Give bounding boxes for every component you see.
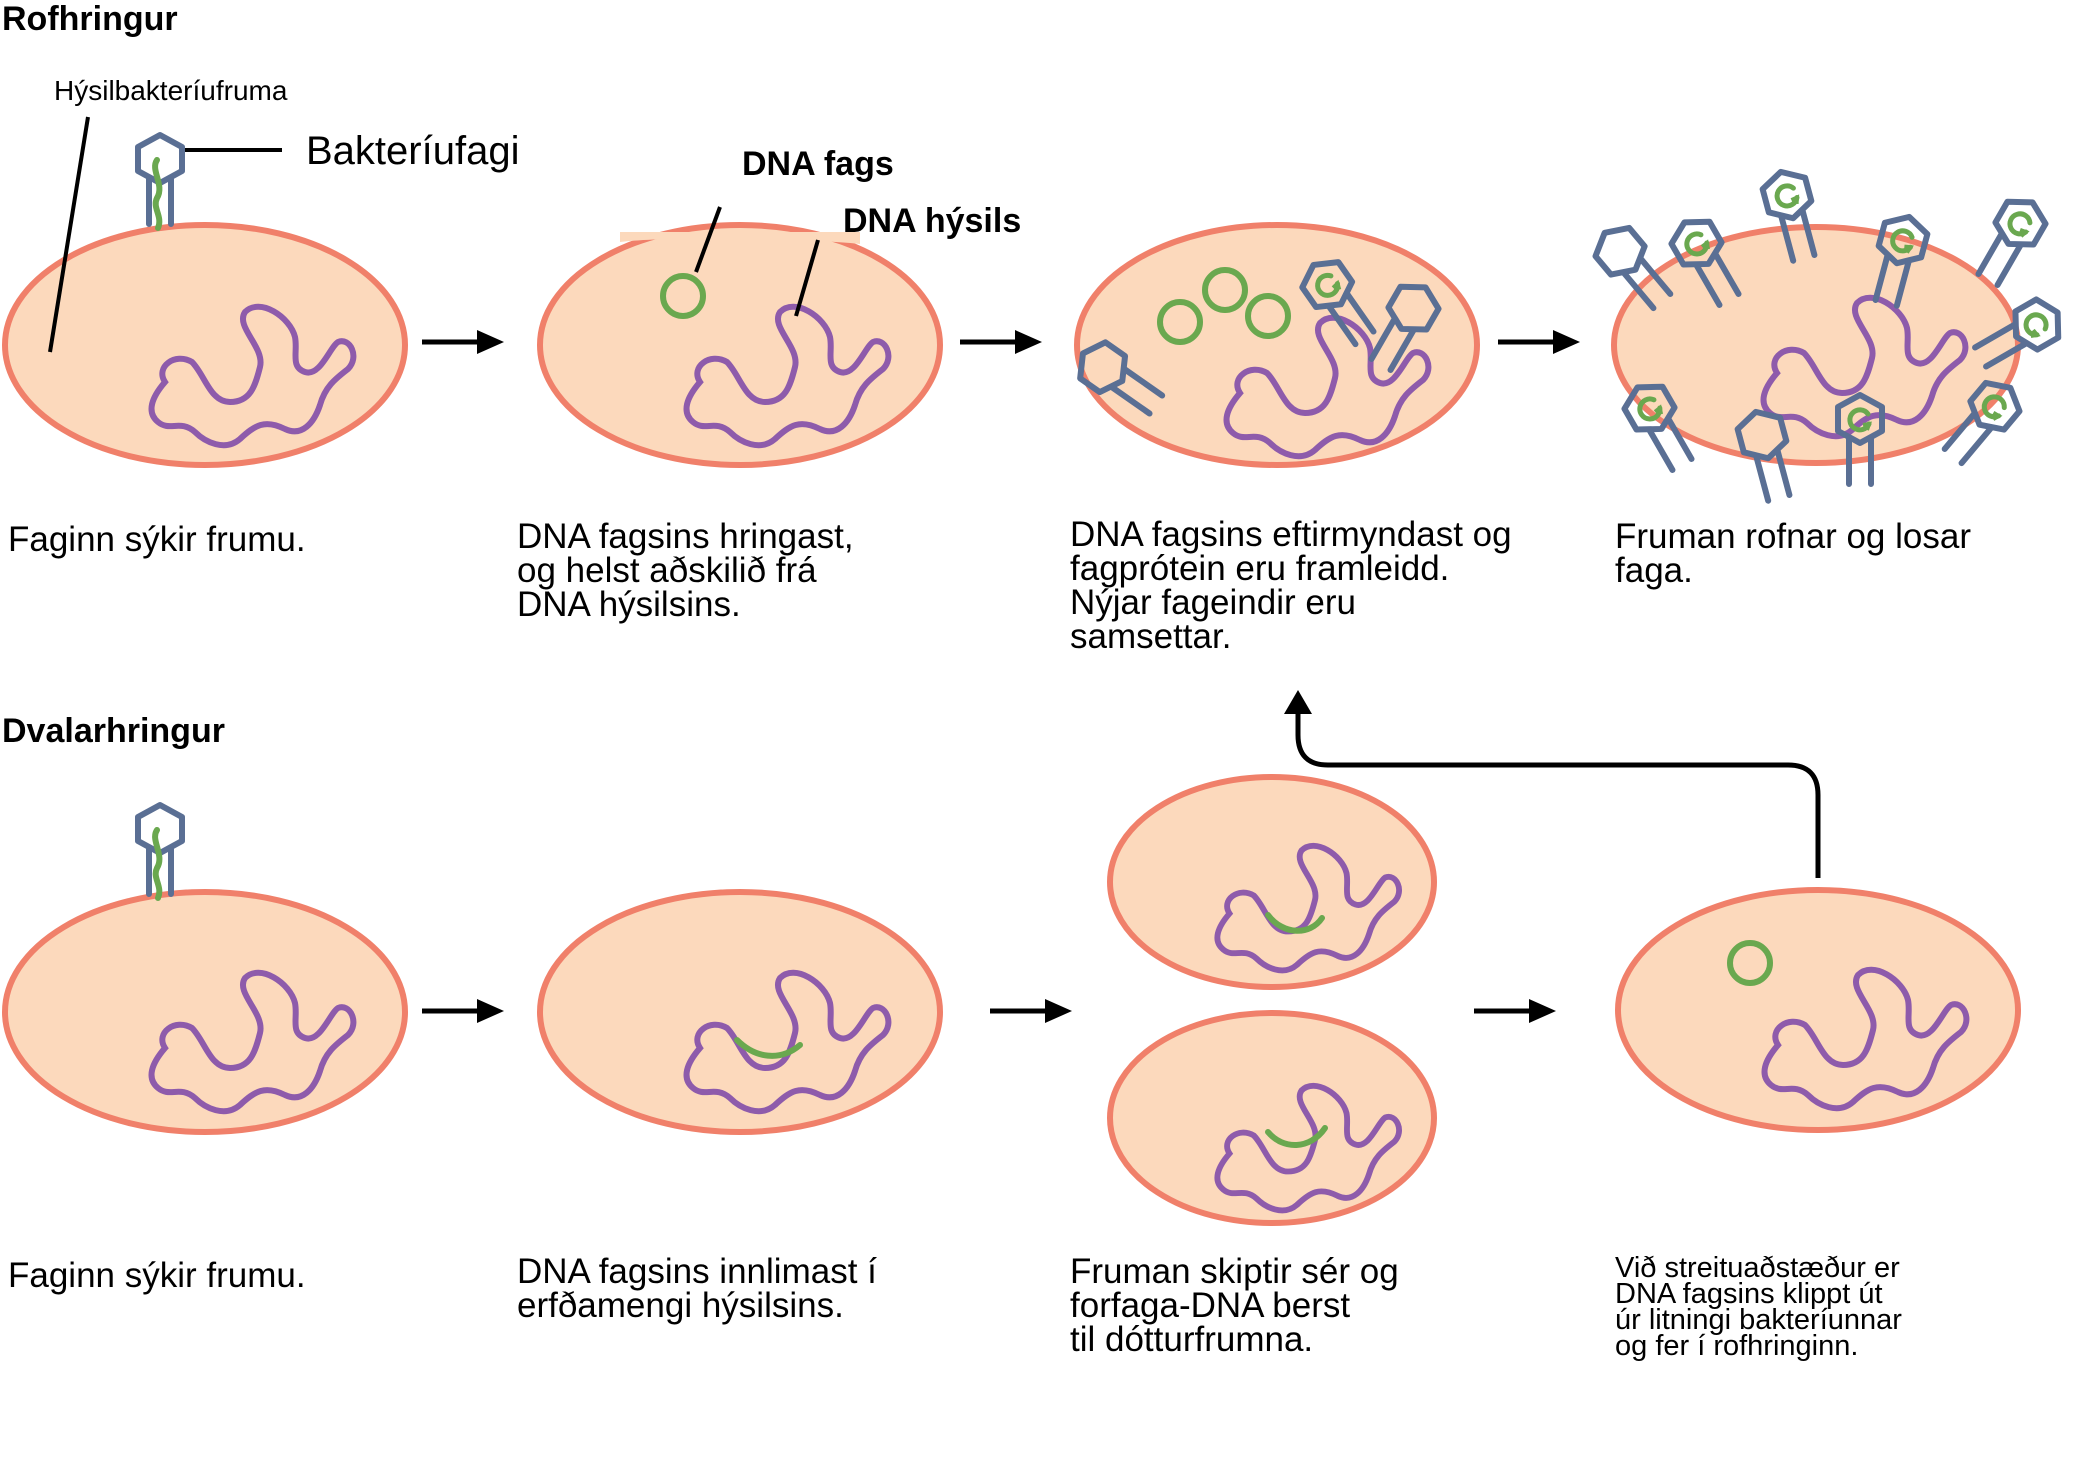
return-arrow-icon [1295, 712, 1821, 878]
right-arrow-icon [960, 330, 1042, 354]
lysogenic-caption-3: Fruman skiptir sér og forfaga-DNA berst … [1070, 1252, 1408, 1359]
cell-membrane [537, 222, 943, 468]
lytic-caption-3: DNA fagsins eftirmyndast og fagprótein e… [1070, 515, 1521, 656]
lysogenic-daughter-cell-bottom [1107, 1010, 1437, 1226]
cell-membrane [2, 889, 408, 1135]
lysogenic-caption-2: DNA fagsins innlimast í erfðamengi hýsil… [517, 1252, 887, 1325]
phage-dna-label: DNA fags [742, 145, 894, 183]
lytic-cell-1 [2, 135, 408, 468]
phage-dna-circle [1157, 299, 1203, 345]
prophage-dna [734, 1037, 803, 1059]
lysogenic-cell-4 [1615, 887, 2021, 1133]
cell-membrane [2, 222, 408, 468]
lytic-cell-2 [537, 222, 943, 468]
host-cell-label: Hýsilbakteríufruma [54, 75, 288, 106]
lysogenic-caption-1: Faginn sýkir frumu. [8, 1256, 306, 1295]
lytic-caption-1: Faginn sýkir frumu. [8, 520, 306, 559]
lysogenic-daughter-cell-top [1107, 774, 1437, 990]
cell-membrane [1615, 887, 2021, 1133]
lytic-caption-2: DNA fagsins hringast, og helst aðskilið … [517, 517, 863, 624]
bacteriophage-icon [138, 135, 182, 228]
cell-opening [620, 232, 860, 244]
prophage-dna [1265, 912, 1325, 934]
right-arrow-icon [1498, 330, 1580, 354]
right-arrow-icon [990, 999, 1072, 1023]
prophage-dna [1265, 1125, 1328, 1148]
lysogenic-heading: Dvalarhringur [2, 712, 225, 750]
host-cell-pointer [48, 116, 90, 353]
phage-dna-circle [1202, 267, 1248, 313]
host-dna-label: DNA hýsils [843, 202, 1021, 240]
lytic-cell-4 [1588, 166, 2069, 503]
phage-dna-circle [1245, 293, 1291, 339]
cell-membrane [1107, 774, 1437, 990]
phage-dna-pointer [694, 206, 722, 273]
phage-label: Bakteríufagi [306, 129, 519, 173]
cell-membrane [1107, 1010, 1437, 1226]
lytic-cell-3 [1070, 222, 1480, 468]
right-arrow-icon [1474, 999, 1556, 1023]
lysogenic-caption-4: Við streituaðstæður er DNA fagsins klipp… [1615, 1252, 1910, 1362]
cell-membrane [537, 889, 943, 1135]
right-arrow-icon [422, 999, 504, 1023]
return-arrow-head [1284, 690, 1312, 714]
right-arrow-icon [422, 330, 504, 354]
phage-dna-circle [1727, 940, 1773, 986]
lytic-heading: Rofhringur [2, 0, 178, 38]
bacteriophage-icon [138, 805, 182, 898]
lysogenic-cell-2 [537, 889, 943, 1135]
lysogenic-cell-1 [2, 805, 408, 1135]
host-dna-pointer [794, 239, 820, 317]
phage-dna-circle [660, 273, 706, 319]
cell-membrane [1074, 222, 1480, 468]
lytic-caption-4: Fruman rofnar og losar faga. [1615, 517, 1981, 590]
